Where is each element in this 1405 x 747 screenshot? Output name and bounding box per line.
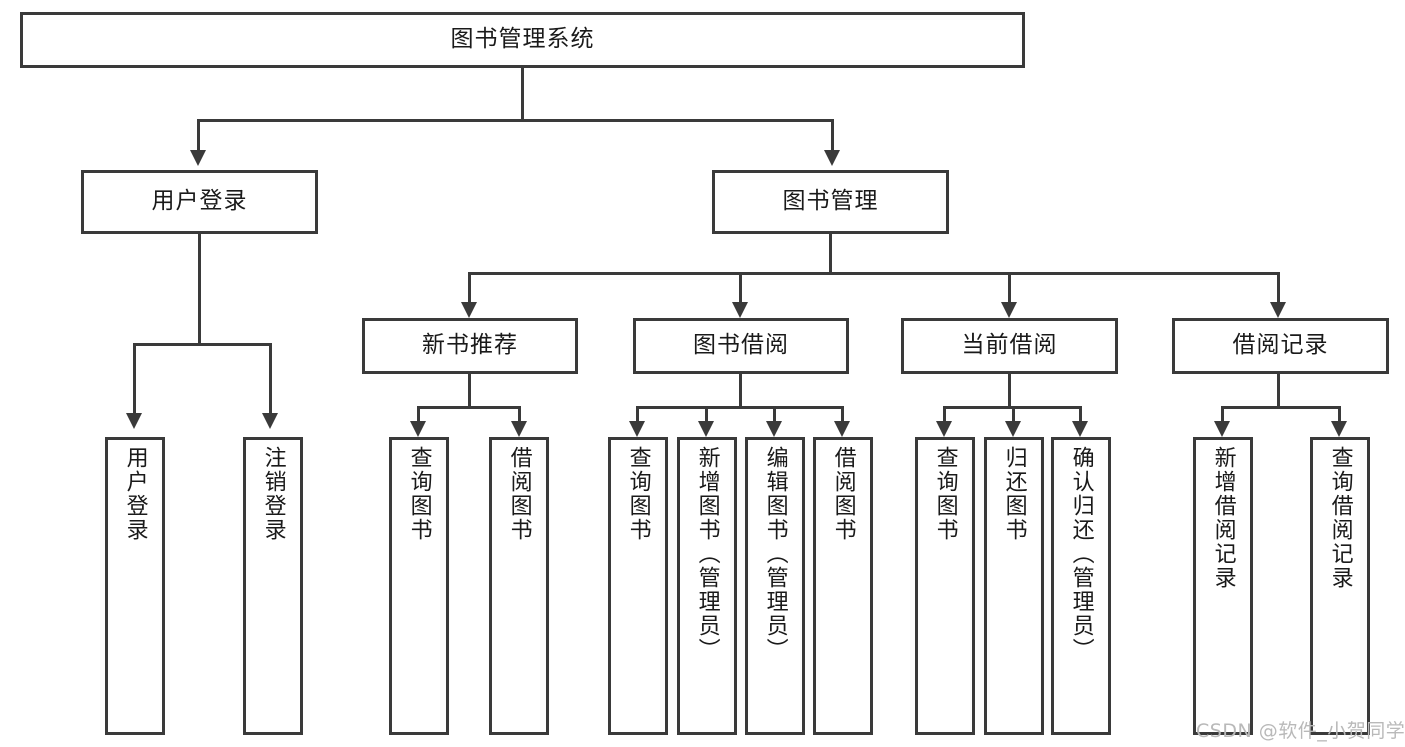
connector-cb-to-leaf-3 <box>1079 406 1082 424</box>
node-label: 图书借阅 <box>693 332 789 359</box>
node-label: 查询借阅记录 <box>1327 446 1353 590</box>
arrowhead-to-book-borrow <box>732 302 748 318</box>
arrowhead-root-to-book-manage <box>824 150 840 166</box>
connector-root-bus <box>197 119 834 122</box>
arrowhead-nbr-to-leaf-1 <box>410 421 426 437</box>
node-label: 用户登录 <box>151 188 248 215</box>
node-label: 当前借阅 <box>961 332 1058 359</box>
node-leaf-query-borrow-record[interactable]: 查询借阅记录 <box>1310 437 1370 735</box>
connector-borrow-record-bus <box>1221 406 1341 409</box>
node-label: 查询图书 <box>932 446 958 542</box>
connector-book-manage-stem <box>829 234 832 272</box>
node-label: 用户登录 <box>122 446 148 542</box>
node-leaf-user-logout[interactable]: 注销登录 <box>243 437 303 735</box>
node-leaf-query-book-borrow[interactable]: 查询图书 <box>608 437 668 735</box>
node-label: 图书管理系统 <box>450 26 595 53</box>
node-label: 查询图书 <box>625 446 651 542</box>
connector-borrow-record-stem <box>1277 374 1280 406</box>
node-leaf-add-book-admin[interactable]: 新增图书（管理员） <box>677 437 737 735</box>
connector-current-borrow-stem <box>1008 374 1011 406</box>
arrowhead-br-to-leaf-2 <box>1331 421 1347 437</box>
arrowhead-bb-to-leaf-2 <box>698 421 714 437</box>
arrowhead-user-login-to-leaf-1 <box>126 413 142 429</box>
node-label: 借阅记录 <box>1232 332 1329 359</box>
connector-book-manage-to-current-borrow <box>1008 272 1011 304</box>
node-label: 借阅图书 <box>830 446 856 542</box>
node-new-book-recommend[interactable]: 新书推荐 <box>362 318 578 374</box>
connector-book-manage-to-new-book-recommend <box>468 272 471 304</box>
csdn-watermark: CSDN @软件_小贺同学 <box>1196 720 1405 742</box>
connector-book-manage-to-book-borrow <box>739 272 742 304</box>
connector-new-book-recommend-bus <box>417 406 521 409</box>
connector-br-to-leaf-2 <box>1338 406 1341 424</box>
connector-cb-to-leaf-1 <box>943 406 946 424</box>
node-label: 编辑图书（管理员） <box>762 446 788 662</box>
connector-book-borrow-bus <box>636 406 843 409</box>
node-current-borrow[interactable]: 当前借阅 <box>901 318 1118 374</box>
connector-bb-to-leaf-1 <box>636 406 639 424</box>
connector-root-stem <box>521 68 524 119</box>
arrowhead-user-login-to-leaf-2 <box>262 413 278 429</box>
arrowhead-cb-to-leaf-3 <box>1072 421 1088 437</box>
connector-bb-to-leaf-2 <box>705 406 708 424</box>
node-label: 新书推荐 <box>422 332 518 359</box>
arrowhead-br-to-leaf-1 <box>1214 421 1230 437</box>
node-book-borrow[interactable]: 图书借阅 <box>633 318 849 374</box>
connector-new-book-recommend-stem <box>468 374 471 406</box>
node-label: 新增图书（管理员） <box>694 446 720 662</box>
arrowhead-to-current-borrow <box>1001 302 1017 318</box>
connector-user-login-bus <box>133 343 271 346</box>
connector-cb-to-leaf-2 <box>1012 406 1015 424</box>
connector-user-login-to-leaf-2 <box>269 343 272 415</box>
node-leaf-borrow-book-new-recommend[interactable]: 借阅图书 <box>489 437 549 735</box>
connector-user-login-stem <box>198 234 201 344</box>
node-leaf-confirm-return-admin[interactable]: 确认归还（管理员） <box>1051 437 1111 735</box>
arrowhead-root-to-user-login <box>190 150 206 166</box>
node-label: 查询图书 <box>406 446 432 542</box>
node-root-book-management-system[interactable]: 图书管理系统 <box>20 12 1025 68</box>
connector-root-to-user-login <box>197 119 200 152</box>
arrowhead-cb-to-leaf-2 <box>1005 421 1021 437</box>
arrowhead-bb-to-leaf-3 <box>766 421 782 437</box>
connector-root-to-book-manage <box>831 119 834 152</box>
node-leaf-edit-book-admin[interactable]: 编辑图书（管理员） <box>745 437 805 735</box>
arrowhead-bb-to-leaf-4 <box>834 421 850 437</box>
node-label: 图书管理 <box>782 188 879 215</box>
connector-nbr-to-leaf-1 <box>417 406 420 424</box>
node-label: 注销登录 <box>260 446 286 542</box>
node-borrow-record[interactable]: 借阅记录 <box>1172 318 1389 374</box>
node-book-manage[interactable]: 图书管理 <box>712 170 949 234</box>
connector-book-manage-to-borrow-record <box>1277 272 1280 304</box>
arrowhead-bb-to-leaf-1 <box>629 421 645 437</box>
connector-bb-to-leaf-4 <box>841 406 844 424</box>
node-leaf-query-book-new-recommend[interactable]: 查询图书 <box>389 437 449 735</box>
node-leaf-return-book[interactable]: 归还图书 <box>984 437 1044 735</box>
connector-book-borrow-stem <box>739 374 742 406</box>
node-leaf-borrow-book-borrow[interactable]: 借阅图书 <box>813 437 873 735</box>
node-leaf-add-borrow-record[interactable]: 新增借阅记录 <box>1193 437 1253 735</box>
connector-user-login-to-leaf-1 <box>133 343 136 415</box>
node-label: 新增借阅记录 <box>1210 446 1236 590</box>
connector-book-manage-bus <box>468 272 1280 275</box>
arrowhead-to-new-book-recommend <box>461 302 477 318</box>
connector-bb-to-leaf-3 <box>773 406 776 424</box>
node-label: 借阅图书 <box>506 446 532 542</box>
connector-br-to-leaf-1 <box>1221 406 1224 424</box>
arrowhead-nbr-to-leaf-2 <box>511 421 527 437</box>
arrowhead-cb-to-leaf-1 <box>936 421 952 437</box>
node-user-login[interactable]: 用户登录 <box>81 170 318 234</box>
node-leaf-user-login[interactable]: 用户登录 <box>105 437 165 735</box>
node-label: 确认归还（管理员） <box>1068 446 1094 662</box>
node-leaf-query-book-current[interactable]: 查询图书 <box>915 437 975 735</box>
arrowhead-to-borrow-record <box>1270 302 1286 318</box>
node-label: 归还图书 <box>1001 446 1027 542</box>
connector-nbr-to-leaf-2 <box>518 406 521 424</box>
